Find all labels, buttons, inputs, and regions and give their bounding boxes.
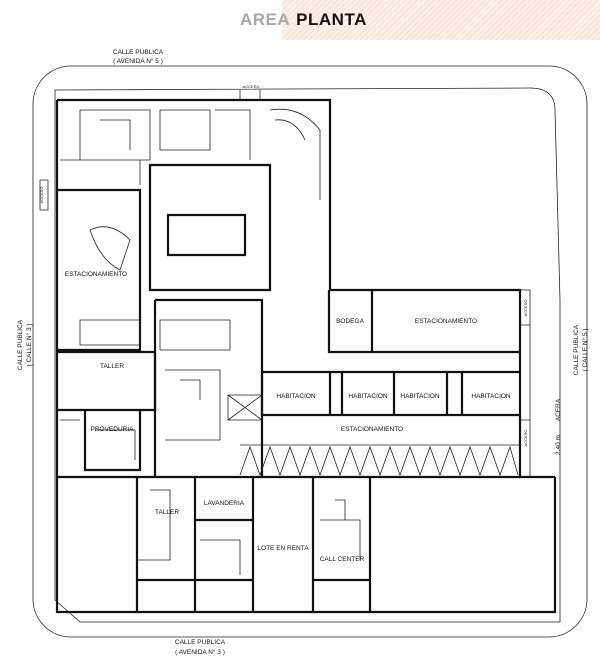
room-taller-left: TALLER [100,363,124,370]
room-lote-en-renta: LOTE EN RENTA [257,545,309,552]
street-right-detail: ( CALLE N° 5 ) [581,328,589,371]
room-habitacion-4: HABITACION [471,393,511,400]
header-title: PLANTA [296,10,367,29]
acceso-left-label: ACCESO [39,187,44,204]
room-estacionamiento-strip: ESTACIONAMIENTO [341,426,403,433]
room-habitacion-3: HABITACION [400,393,440,400]
street-top-detail: ( AVENIDA N° 5 ) [113,57,163,65]
acceso-right-top-label: ACCESO [523,300,528,317]
room-bodega: BODEGA [336,318,364,325]
room-proveduria: PROVEDURIA [91,426,135,433]
street-bottom-name: CALLE PUBLICA [175,639,226,646]
inner-lot-line [54,87,561,623]
acceso-right-bottom-label: ACCESO [523,430,528,447]
acera-label: ACERA [555,398,562,421]
room-estacionamiento-left: ESTACIONAMIENTO [65,271,127,278]
outer-sidewalk-line [32,65,588,638]
room-call-center: CALL CENTER [320,556,365,563]
header-band [282,0,600,40]
room-taller-bottom: TALLER [155,509,179,516]
sidewalk-width-label: 2.40 m [555,435,562,455]
page-header: AREA PLANTA [240,10,367,30]
street-bottom-detail: ( AVENIDA N° 3 ) [175,648,225,656]
acceso-top-label: ACCESO [243,84,260,89]
room-habitacion-1: HABITACION [276,393,316,400]
building-walls [39,90,557,614]
street-left-detail: ( CALLE N° 3 ) [25,323,33,366]
room-estacionamiento-right: ESTACIONAMIENTO [415,318,477,325]
street-left-name: CALLE PUBLICA [17,319,24,370]
street-top-name: CALLE PUBLICA [113,49,164,56]
header-prefix: AREA [240,10,291,29]
room-lavanderia: LAVANDERIA [204,500,245,507]
street-right-name: CALLE PUBLICA [573,324,580,375]
room-habitacion-2: HABITACION [348,393,388,400]
